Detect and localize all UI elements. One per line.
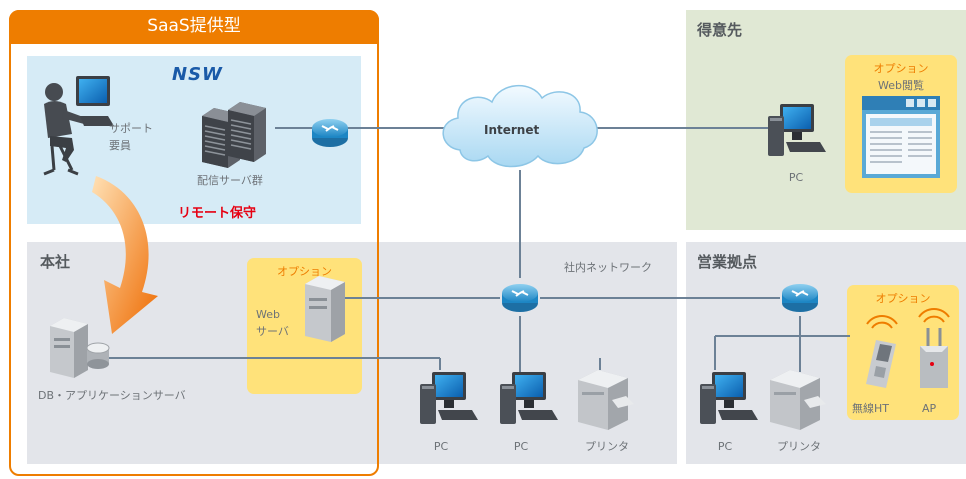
- branch-option-label: オプション: [875, 292, 931, 305]
- hq-option-label: オプション: [277, 265, 332, 278]
- wireless-handheld-icon: [866, 315, 898, 388]
- brand-logo: NSW: [172, 64, 223, 85]
- customer-pc-icon: [768, 104, 826, 156]
- saas-title: SaaS提供型: [147, 16, 241, 36]
- db-server-icon: [50, 318, 110, 378]
- branch-router-icon: [781, 283, 819, 313]
- branch-printer-label: プリンタ: [777, 440, 821, 453]
- db-server-label: DB・アプリケーションサーバ: [38, 389, 186, 402]
- distribution-server-icon-2: [227, 101, 267, 163]
- access-point-icon: [918, 308, 950, 388]
- hq-pc-icon-2: [500, 372, 558, 424]
- branch-pc-label: PC: [717, 440, 733, 453]
- web-browser-icon: [862, 96, 940, 178]
- internal-network-label: 社内ネットワーク: [564, 261, 652, 274]
- access-point-label: AP: [922, 402, 937, 415]
- branch-pc-icon: [700, 372, 758, 424]
- customer-pc-label: PC: [788, 171, 804, 184]
- branch-printer-icon: [770, 370, 826, 430]
- support-staff-icon: [43, 76, 114, 176]
- distribution-servers-label: 配信サーバ群: [197, 174, 263, 187]
- saas-header: [9, 10, 379, 44]
- hq-pc2-label: PC: [513, 440, 529, 453]
- branch-title: 営業拠点: [697, 253, 758, 271]
- hq-router-icon: [501, 283, 539, 313]
- hq-printer-icon: [578, 370, 634, 430]
- internet-label: Internet: [484, 123, 540, 137]
- customer-web-label: Web閲覧: [878, 79, 924, 92]
- web-server-label-line1: Web: [256, 308, 280, 321]
- internet-cloud-icon: [442, 84, 598, 168]
- remote-maintenance-arrow-icon: [92, 176, 158, 334]
- hq-pc-icon-1: [420, 372, 478, 424]
- hq-pc1-label: PC: [433, 440, 449, 453]
- web-server-icon: [305, 276, 345, 342]
- support-staff-label-line2: 要員: [109, 139, 131, 152]
- wireless-handheld-label: 無線HT: [852, 402, 889, 415]
- hq-title: 本社: [40, 253, 71, 271]
- customer-title: 得意先: [697, 21, 743, 39]
- saas-router-icon: [311, 118, 349, 148]
- customer-option-label: オプション: [873, 62, 929, 75]
- support-staff-label-line1: サポート: [109, 122, 153, 135]
- remote-maintenance-label: リモート保守: [178, 206, 257, 221]
- hq-printer-label: プリンタ: [585, 440, 629, 453]
- web-server-label-line2: サーバ: [256, 325, 289, 338]
